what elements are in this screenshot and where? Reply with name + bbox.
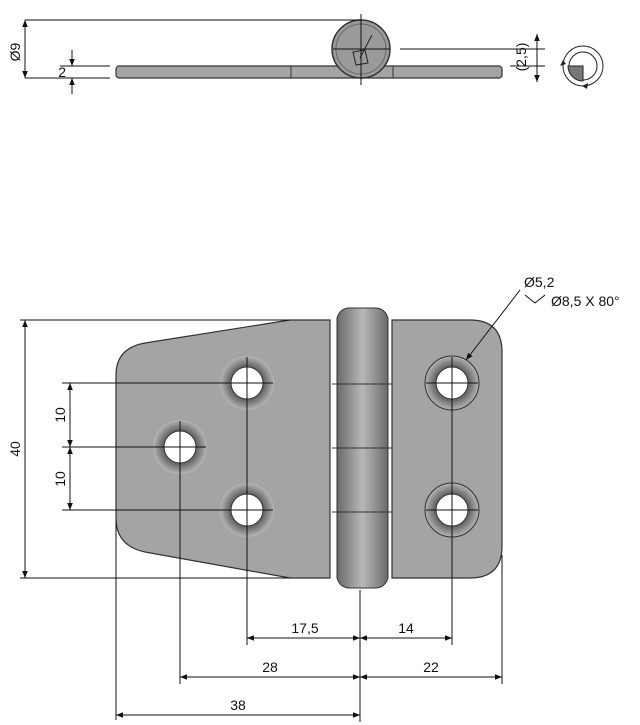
dim-28-label: 28	[262, 659, 278, 675]
dim-38-label: 38	[230, 697, 246, 713]
dim-17-5-label: 17,5	[291, 620, 318, 636]
projection-symbol-icon	[560, 45, 604, 89]
plate-side	[115, 65, 503, 79]
dim-14-label: 14	[398, 620, 414, 636]
spacing-lower-label: 10	[52, 471, 68, 487]
thickness-label: 2	[58, 64, 66, 80]
height-label: 40	[7, 441, 23, 457]
diameter-label: Ø9	[7, 42, 23, 61]
top-view: Ø9 2 (2,5)	[7, 14, 604, 94]
hinge-knuckle	[332, 307, 392, 589]
front-view: 40 10 10 17,5 14 28 22 38 Ø5,2 Ø8,5 X 80…	[7, 274, 620, 722]
countersink-label: Ø8,5 X 80°	[551, 293, 620, 309]
offset-label: (2,5)	[513, 43, 529, 72]
spacing-upper-label: 10	[52, 407, 68, 423]
hole-diameter-label: Ø5,2	[524, 274, 555, 290]
dim-22-label: 22	[423, 659, 439, 675]
left-leaf	[115, 319, 331, 579]
